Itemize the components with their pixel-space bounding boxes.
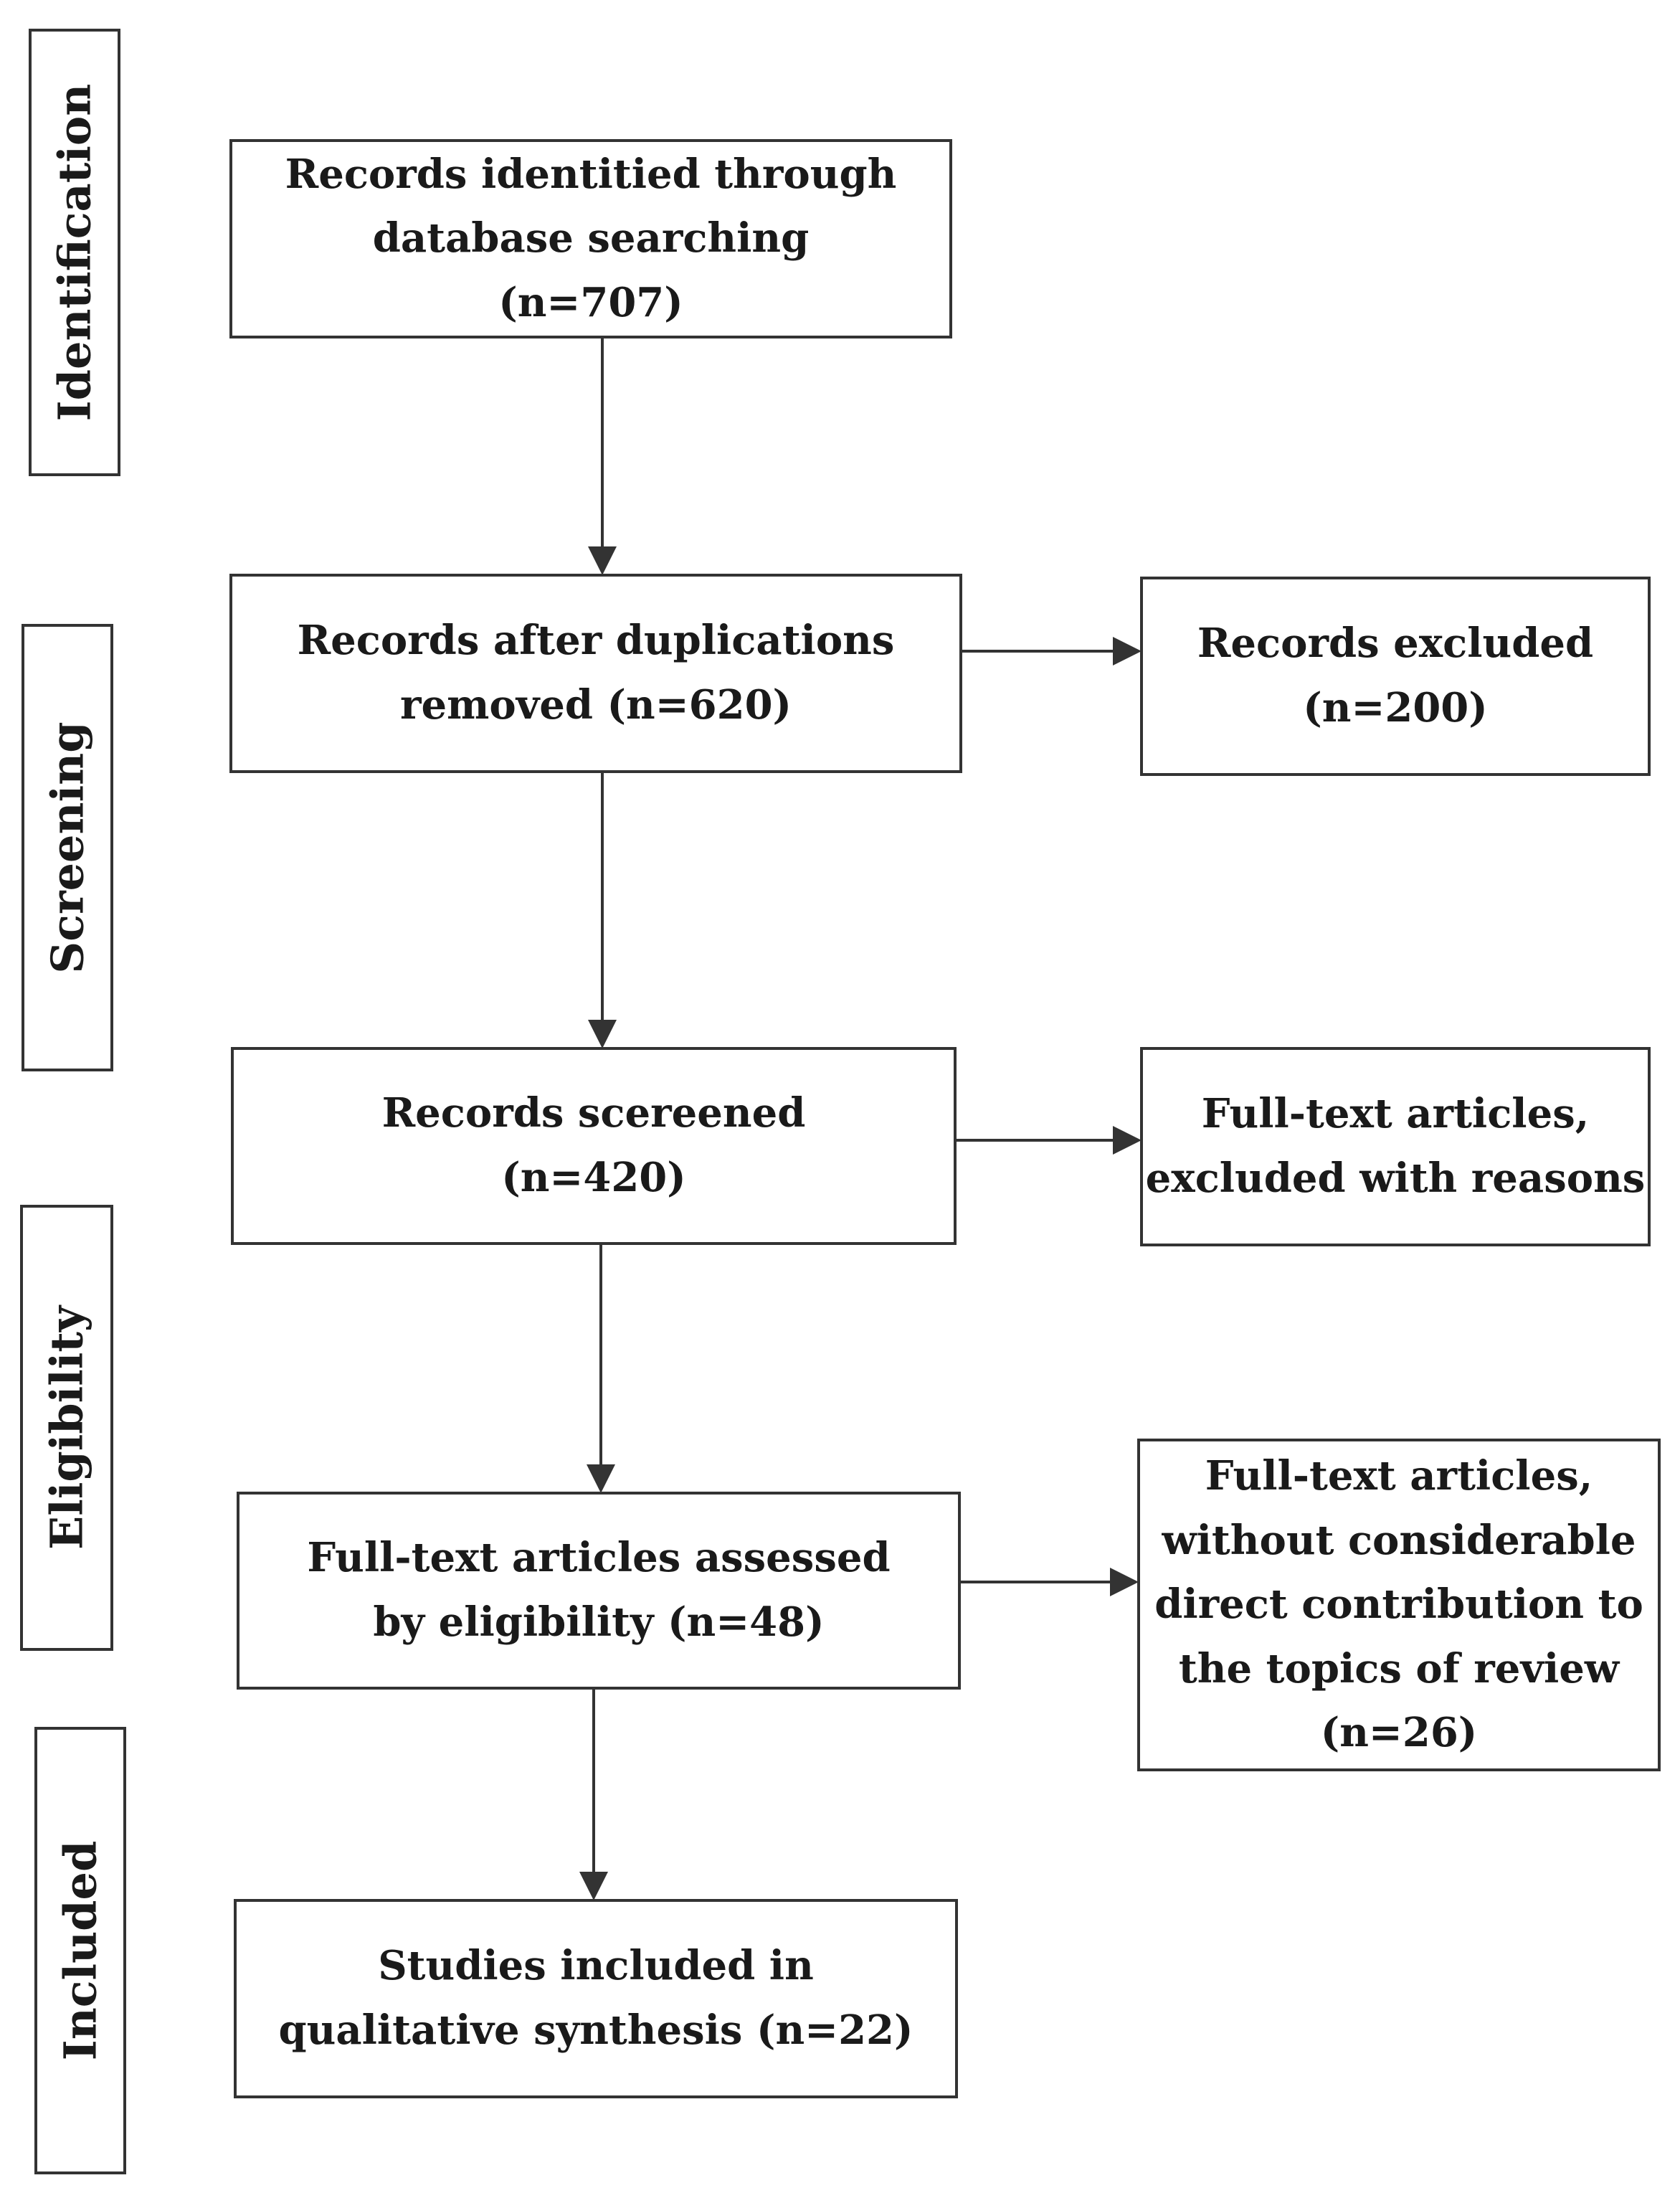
box-no-contribution-text: Full-text articles, without considerable… <box>1154 1452 1643 1757</box>
box-records-screened: Records scereened (n=420) <box>231 1047 957 1245</box>
box-records-excluded-text: Records excluded (n=200) <box>1197 620 1594 731</box>
box-records-after-duplicates: Records after duplications removed (n=62… <box>229 574 962 773</box>
phase-eligibility: Eligibility <box>20 1205 113 1651</box>
box-fulltext-excluded: Full-text articles, excluded with reason… <box>1140 1047 1651 1246</box>
box-studies-included-text: Studies included in qualitative synthesi… <box>278 1942 913 2054</box>
phase-identification: Identification <box>29 29 120 476</box>
phase-screening: Screening <box>22 624 113 1071</box>
box-records-after-duplicates-text: Records after duplications removed (n=62… <box>297 617 895 729</box>
box-records-screened-text: Records scereened (n=420) <box>381 1089 806 1201</box>
box-fulltext-assessed: Full-text articles assessed by eligibili… <box>237 1492 961 1690</box>
phase-included: Included <box>34 1727 126 2174</box>
box-records-excluded: Records excluded (n=200) <box>1140 577 1651 776</box>
box-no-contribution: Full-text articles, without considerable… <box>1137 1439 1661 1771</box>
box-records-identified: Records identitied through database sear… <box>229 139 952 338</box>
box-records-identified-text: Records identitied through database sear… <box>285 150 897 326</box>
box-fulltext-excluded-text: Full-text articles, excluded with reason… <box>1145 1090 1646 1202</box>
box-fulltext-assessed-text: Full-text articles assessed by eligibili… <box>307 1534 891 1646</box>
box-studies-included: Studies included in qualitative synthesi… <box>234 1899 958 2098</box>
